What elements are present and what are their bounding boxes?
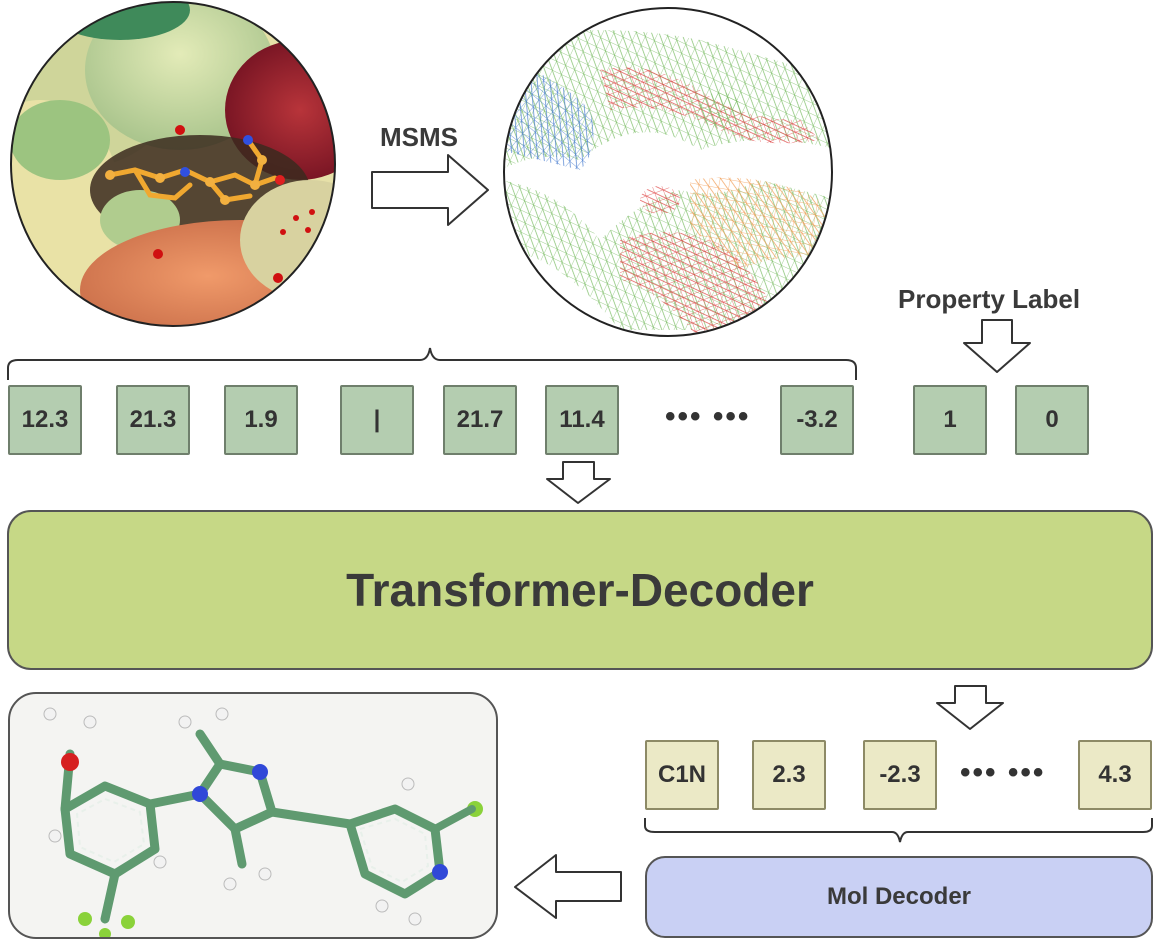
- input-token: 11.4: [545, 385, 619, 455]
- pocket-surface-image: [11, 2, 335, 326]
- output-token: 2.3: [752, 740, 826, 810]
- output-token: C1N: [645, 740, 719, 810]
- arrow-left-icon: [514, 854, 622, 919]
- msms-label: MSMS: [380, 122, 458, 152]
- input-token: 1.9: [224, 385, 298, 455]
- arrow-right-icon: [371, 154, 489, 226]
- curly-brace: [7, 347, 857, 380]
- mol-decoder-block: Mol Decoder: [645, 856, 1153, 938]
- input-token-separator: |: [340, 385, 414, 455]
- input-ellipsis: ••• •••: [665, 400, 751, 433]
- input-token: 21.7: [443, 385, 517, 455]
- property-token: 0: [1015, 385, 1089, 455]
- transformer-decoder-block: Transformer-Decoder: [7, 510, 1153, 670]
- output-ellipsis: ••• •••: [960, 756, 1046, 789]
- transformer-decoder-label: Transformer-Decoder: [346, 564, 814, 616]
- arrow-down-icon: [546, 461, 611, 504]
- mesh-surface-image: [504, 8, 832, 336]
- property-token: 1: [913, 385, 987, 455]
- output-token: -2.3: [863, 740, 937, 810]
- molecule-panel: [8, 692, 498, 939]
- property-label-title: Property Label: [898, 284, 1081, 314]
- output-token: 4.3: [1078, 740, 1152, 810]
- arrow-down-icon: [963, 319, 1031, 373]
- input-token: 12.3: [8, 385, 82, 455]
- molecule-image: [43, 707, 483, 937]
- input-token: 21.3: [116, 385, 190, 455]
- arrow-down-icon: [936, 685, 1004, 730]
- curly-brace: [644, 818, 1153, 843]
- input-token: -3.2: [780, 385, 854, 455]
- mol-decoder-label: Mol Decoder: [826, 883, 972, 910]
